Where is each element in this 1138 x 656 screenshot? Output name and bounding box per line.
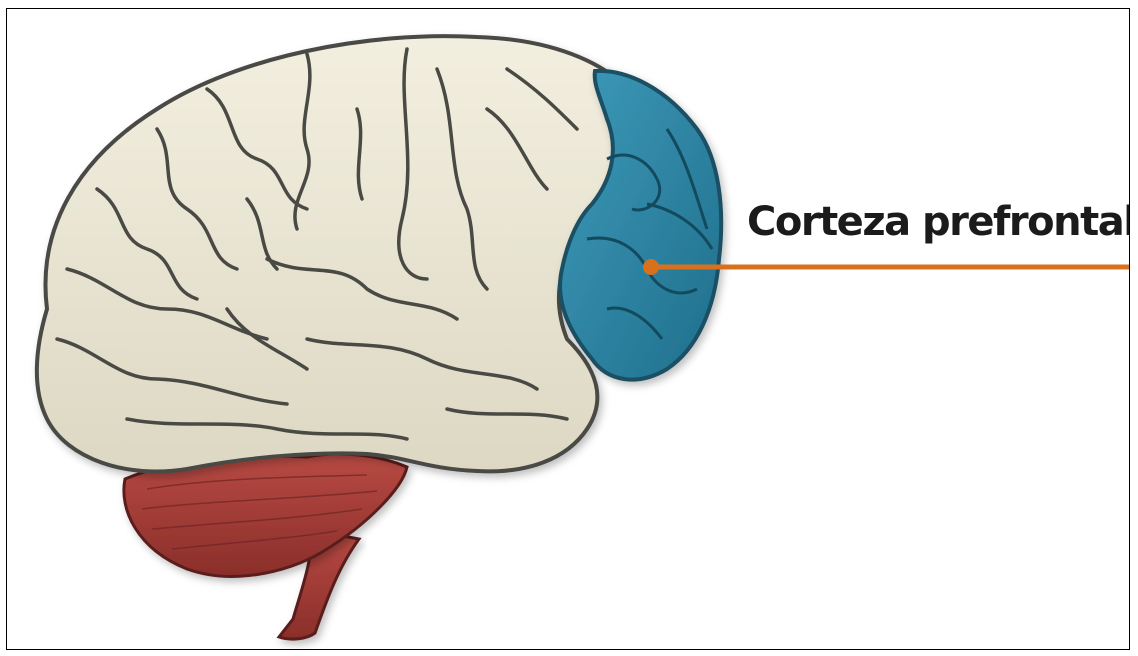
figure-frame: Corteza prefrontal <box>6 8 1130 650</box>
leader-dot <box>643 259 659 275</box>
cerebrum <box>37 36 632 471</box>
brain-diagram <box>7 9 1130 650</box>
label-prefrontal-cortex: Corteza prefrontal <box>747 199 1130 245</box>
